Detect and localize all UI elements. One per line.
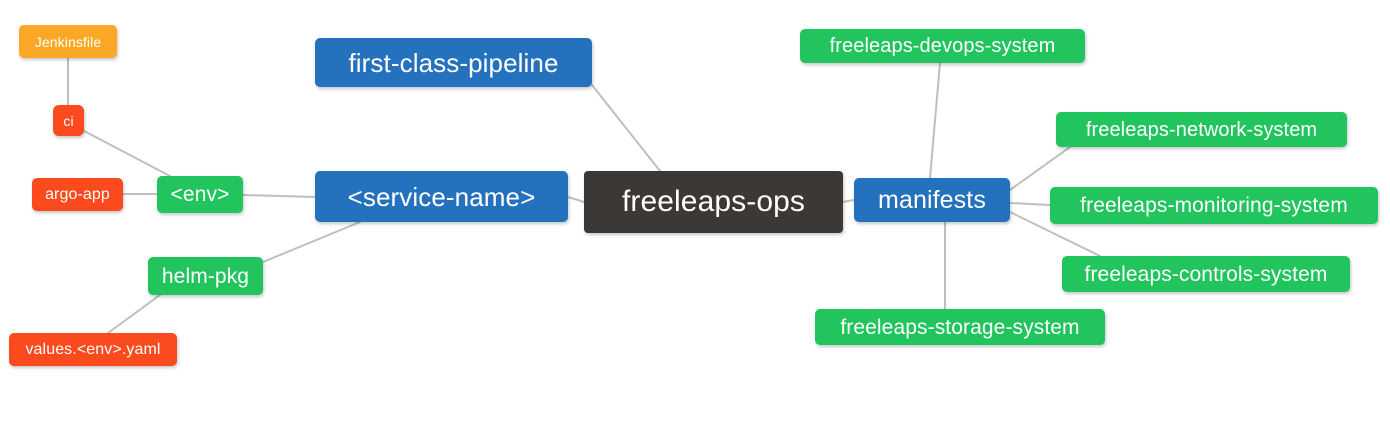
node-freeleaps-controls-system[interactable]: freeleaps-controls-system bbox=[1062, 256, 1350, 292]
edge-root-to-manifests bbox=[842, 199, 855, 203]
node-argo-app[interactable]: argo-app bbox=[32, 178, 123, 211]
node-label-env: <env> bbox=[170, 183, 230, 206]
node-label-freeleaps-devops-system: freeleaps-devops-system bbox=[829, 35, 1056, 57]
edge-manifests-to-freeleaps-network-system bbox=[1009, 146, 1071, 191]
node-label-manifests: manifests bbox=[878, 185, 986, 214]
node-env[interactable]: <env> bbox=[157, 176, 243, 213]
node-root[interactable]: freeleaps-ops bbox=[584, 171, 843, 233]
node-label-freeleaps-network-system: freeleaps-network-system bbox=[1085, 118, 1318, 141]
node-label-argo-app: argo-app bbox=[45, 185, 110, 203]
node-label-helm-pkg: helm-pkg bbox=[161, 264, 250, 288]
node-label-first-class-pipeline: first-class-pipeline bbox=[348, 47, 559, 78]
node-freeleaps-storage-system[interactable]: freeleaps-storage-system bbox=[815, 309, 1105, 345]
node-label-service-name: <service-name> bbox=[347, 181, 536, 212]
node-manifests[interactable]: manifests bbox=[854, 178, 1010, 222]
edge-root-to-first-class-pipeline bbox=[591, 84, 661, 172]
node-jenkinsfile[interactable]: Jenkinsfile bbox=[19, 25, 117, 58]
node-label-jenkinsfile: Jenkinsfile bbox=[34, 33, 102, 50]
node-freeleaps-devops-system[interactable]: freeleaps-devops-system bbox=[800, 29, 1085, 63]
node-freeleaps-monitoring-system[interactable]: freeleaps-monitoring-system bbox=[1050, 187, 1378, 224]
node-freeleaps-network-system[interactable]: freeleaps-network-system bbox=[1056, 112, 1347, 147]
node-label-root: freeleaps-ops bbox=[621, 185, 806, 218]
node-first-class-pipeline[interactable]: first-class-pipeline bbox=[315, 38, 592, 87]
edge-env-to-ci bbox=[83, 130, 171, 177]
edge-helm-pkg-to-values-env-yaml bbox=[107, 294, 161, 334]
node-label-ci: ci bbox=[63, 112, 74, 129]
node-ci[interactable]: ci bbox=[53, 105, 84, 136]
node-label-freeleaps-monitoring-system: freeleaps-monitoring-system bbox=[1080, 194, 1348, 217]
edge-service-name-to-env bbox=[242, 194, 316, 198]
node-values-env-yaml[interactable]: values.<env>.yaml bbox=[9, 333, 177, 366]
edge-root-to-service-name bbox=[567, 196, 585, 203]
node-label-freeleaps-storage-system: freeleaps-storage-system bbox=[840, 315, 1080, 339]
node-label-freeleaps-controls-system: freeleaps-controls-system bbox=[1084, 262, 1328, 286]
node-helm-pkg[interactable]: helm-pkg bbox=[148, 257, 263, 295]
edge-manifests-to-freeleaps-monitoring-system bbox=[1009, 202, 1051, 206]
edge-manifests-to-freeleaps-devops-system bbox=[929, 62, 941, 179]
node-service-name[interactable]: <service-name> bbox=[315, 171, 568, 222]
node-label-values-env-yaml: values.<env>.yaml bbox=[25, 340, 161, 358]
edge-service-name-to-helm-pkg bbox=[262, 221, 361, 263]
